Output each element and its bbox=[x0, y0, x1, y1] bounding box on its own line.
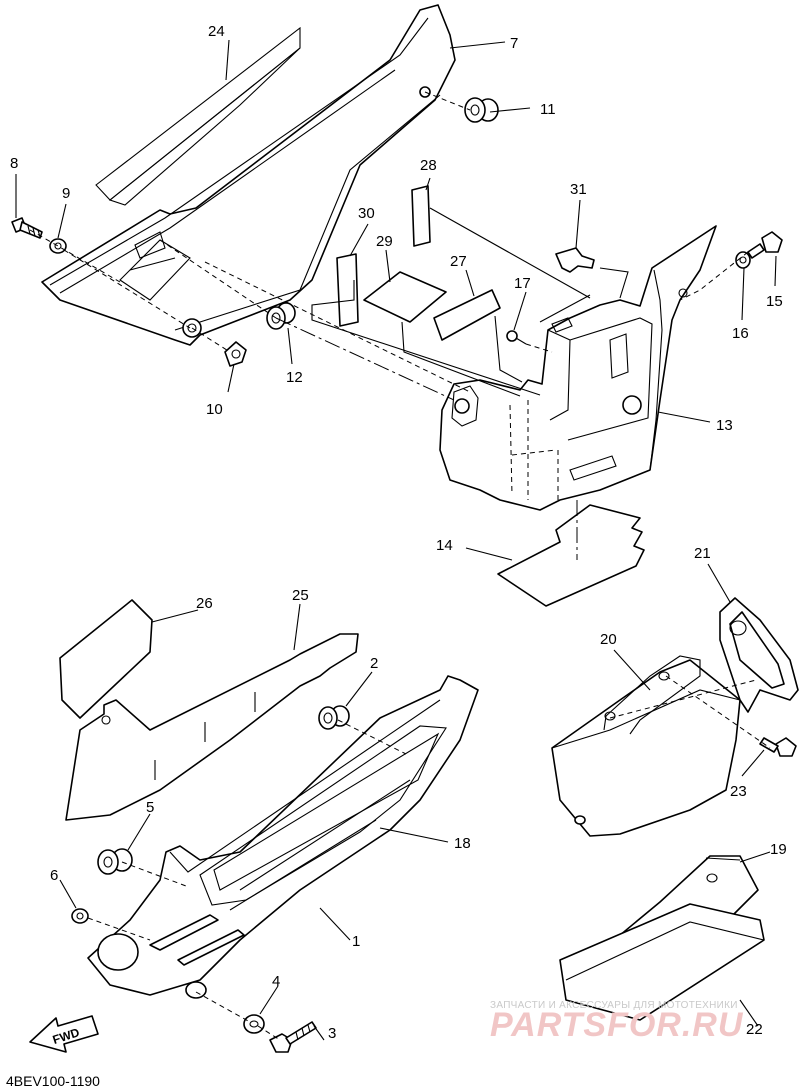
callout-19: 19 bbox=[770, 841, 787, 858]
callout-31: 31 bbox=[570, 181, 587, 198]
callout-16: 16 bbox=[732, 325, 749, 342]
callout-29: 29 bbox=[376, 233, 393, 250]
decal-24 bbox=[95, 26, 301, 206]
decal-18 bbox=[213, 732, 440, 891]
callout-17: 17 bbox=[514, 275, 531, 292]
callout-24: 24 bbox=[208, 23, 225, 40]
callout-21: 21 bbox=[694, 545, 711, 562]
washer-6 bbox=[71, 908, 89, 924]
assembly-lines-upper bbox=[29, 91, 749, 560]
callout-4: 4 bbox=[272, 973, 280, 990]
decal-26 bbox=[59, 599, 153, 719]
bolt-8 bbox=[11, 217, 43, 239]
assembly-lines-lower bbox=[87, 675, 771, 1041]
callout-labels: 24 7 11 8 9 28 31 30 29 27 17 15 16 12 1… bbox=[10, 23, 787, 1042]
battery-box-13 bbox=[439, 225, 717, 511]
callout-25: 25 bbox=[292, 587, 309, 604]
side-cover-1 bbox=[87, 675, 479, 999]
screw-3 bbox=[269, 1021, 317, 1053]
callout-13: 13 bbox=[716, 417, 733, 434]
sheet-14 bbox=[497, 504, 645, 607]
band-21 bbox=[719, 597, 799, 713]
callout-6: 6 bbox=[50, 867, 58, 884]
watermark-brand: PARTSFOR.RU bbox=[490, 1006, 744, 1044]
callout-3: 3 bbox=[328, 1025, 336, 1042]
fwd-arrow-icon: FWD bbox=[29, 1015, 99, 1053]
callout-12: 12 bbox=[286, 369, 303, 386]
plate-25 bbox=[65, 633, 359, 821]
callout-9: 9 bbox=[62, 185, 70, 202]
callout-15: 15 bbox=[766, 293, 783, 310]
callout-10: 10 bbox=[206, 401, 223, 418]
callout-28: 28 bbox=[420, 157, 437, 174]
callout-30: 30 bbox=[358, 205, 375, 222]
callout-5: 5 bbox=[146, 799, 154, 816]
washer-16 bbox=[735, 251, 751, 269]
washer-9 bbox=[49, 238, 67, 254]
pad-30 bbox=[336, 253, 359, 327]
callout-2: 2 bbox=[370, 655, 378, 672]
grommet-2 bbox=[318, 705, 350, 730]
callout-11: 11 bbox=[540, 101, 556, 118]
pad-22 bbox=[559, 903, 765, 1021]
watermark: ЗАПЧАСТИ И АКСЕССУАРЫ ДЛЯ МОТОТЕХНИКИ PA… bbox=[490, 1000, 744, 1044]
callout-8: 8 bbox=[10, 155, 18, 172]
clip-31 bbox=[555, 247, 595, 273]
callout-18: 18 bbox=[454, 835, 471, 852]
callout-7: 7 bbox=[510, 35, 518, 52]
callout-1: 1 bbox=[352, 933, 360, 950]
callout-23: 23 bbox=[730, 783, 747, 800]
callout-20: 20 bbox=[600, 631, 617, 648]
callout-14: 14 bbox=[436, 537, 453, 554]
tool-case-20 bbox=[551, 655, 741, 837]
callout-22: 22 bbox=[746, 1021, 763, 1038]
pad-28 bbox=[411, 185, 431, 247]
grommet-11 bbox=[464, 97, 499, 123]
bolt-15 bbox=[747, 231, 783, 259]
screw-17 bbox=[506, 330, 527, 345]
bolt-23 bbox=[759, 737, 797, 757]
drawing-code: 4BEV100-1190 bbox=[6, 1073, 100, 1089]
callout-27: 27 bbox=[450, 253, 467, 270]
callout-26: 26 bbox=[196, 595, 213, 612]
grommet-5 bbox=[97, 848, 133, 875]
pad-27 bbox=[433, 289, 501, 341]
nut-10 bbox=[224, 341, 247, 367]
leader-lines bbox=[15, 39, 777, 1041]
washer-4 bbox=[243, 1014, 265, 1034]
pad-29 bbox=[363, 271, 447, 323]
watermark-tagline: ЗАПЧАСТИ И АКСЕССУАРЫ ДЛЯ МОТОТЕХНИКИ bbox=[490, 1000, 738, 1011]
